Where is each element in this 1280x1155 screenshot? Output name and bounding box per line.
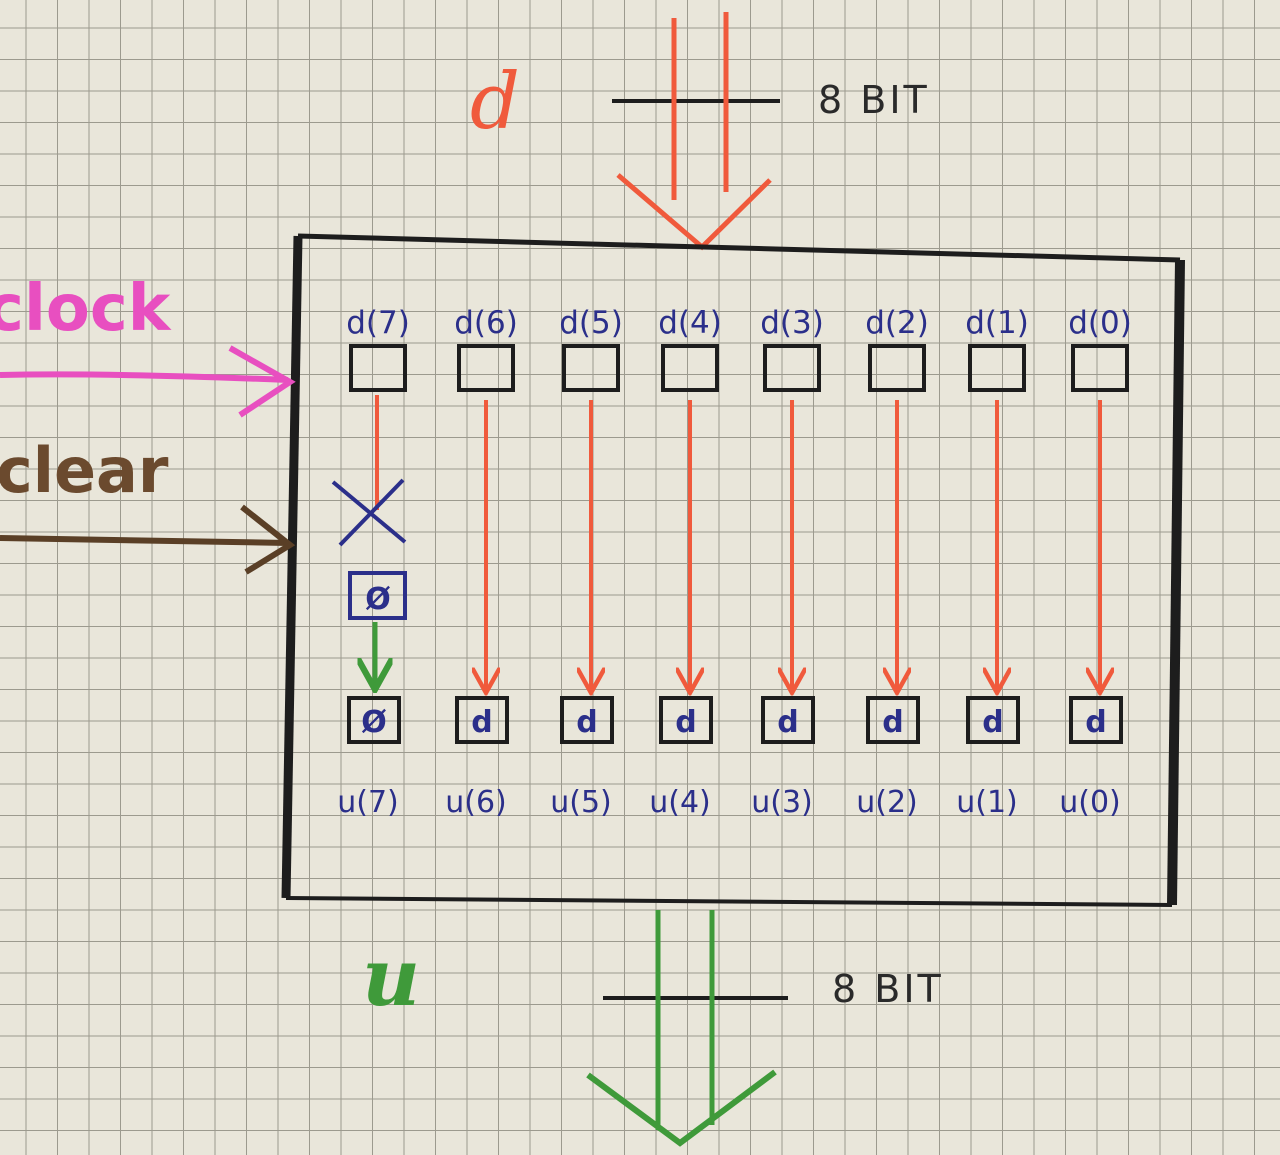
blocked-mark	[331, 478, 407, 547]
output-bus-arrowhead	[586, 1069, 777, 1147]
input-bus-width-label: 8 BIT	[818, 78, 930, 122]
output-bus: u 8 BIT	[362, 910, 944, 1147]
output-label: u(1)	[956, 785, 1018, 820]
register-block	[281, 233, 1185, 907]
clear-arrowhead	[240, 504, 296, 575]
input-bus-label: d	[470, 57, 520, 147]
clear-arrow-line	[0, 535, 289, 546]
output-label: u(3)	[751, 785, 813, 820]
input-label: d(6)	[454, 305, 518, 341]
output-cell-value: d	[982, 705, 1003, 740]
input-label: d(5)	[559, 305, 623, 341]
output-label: u(4)	[649, 785, 711, 820]
input-labels: d(7) d(6) d(5) d(4) d(3) d(2) d(1) d(0)	[346, 305, 1132, 341]
input-label: d(3)	[760, 305, 824, 341]
input-cell	[968, 344, 1026, 392]
input-cell	[349, 344, 407, 392]
input-bus: d 8 BIT	[470, 12, 930, 251]
input-label: d(2)	[865, 305, 929, 341]
output-label: u(7)	[337, 785, 399, 820]
output-label: u(5)	[550, 785, 612, 820]
clear-label: clear	[0, 434, 169, 507]
cleared-value-box	[348, 571, 407, 620]
output-label: u(2)	[856, 785, 918, 820]
block-edge-left	[281, 235, 303, 899]
input-cell	[1071, 344, 1129, 392]
input-cell	[457, 344, 515, 392]
input-cell	[868, 344, 926, 392]
input-label: d(4)	[658, 305, 722, 341]
output-label: u(0)	[1059, 785, 1121, 820]
output-cell-value: d	[675, 705, 696, 740]
output-cell-value: d	[777, 705, 798, 740]
output-cell	[560, 696, 614, 744]
clear-input: clear	[0, 434, 296, 575]
block-edge-right	[1167, 259, 1185, 906]
clock-input: clock	[0, 272, 296, 418]
cleared-value: Ø	[365, 582, 391, 617]
output-cell	[659, 696, 713, 744]
output-cell-value: d	[1085, 705, 1106, 740]
block-edge-top	[297, 233, 1181, 263]
output-cell	[1069, 696, 1123, 744]
output-cell-value: d	[882, 705, 903, 740]
output-labels: u(7) u(6) u(5) u(4) u(3) u(2) u(1) u(0)	[337, 785, 1121, 820]
bit-arrows	[486, 400, 1100, 690]
output-cell	[966, 696, 1020, 744]
clock-arrow-line	[0, 371, 289, 383]
output-bus-width-label: 8 BIT	[832, 967, 944, 1011]
output-bus-label: u	[362, 930, 420, 1024]
output-cell	[455, 696, 509, 744]
output-cell	[866, 696, 920, 744]
clear-path-bit7: Ø	[331, 395, 407, 686]
clock-label: clock	[0, 272, 172, 346]
input-label: d(7)	[346, 305, 410, 341]
output-cell-value: d	[576, 705, 597, 740]
clock-arrowhead	[228, 345, 296, 418]
block-edge-bottom	[285, 896, 1173, 907]
input-cells	[349, 344, 1129, 392]
output-cell	[761, 696, 815, 744]
input-label: d(0)	[1068, 305, 1132, 341]
input-cell	[763, 344, 821, 392]
output-cell-value: d	[471, 705, 492, 740]
output-cell	[347, 696, 401, 744]
input-label: d(1)	[965, 305, 1029, 341]
output-label: u(6)	[445, 785, 507, 820]
output-cell-value: Ø	[361, 705, 387, 740]
input-bus-arrowhead	[616, 173, 772, 251]
input-cell	[562, 344, 620, 392]
input-cell	[661, 344, 719, 392]
